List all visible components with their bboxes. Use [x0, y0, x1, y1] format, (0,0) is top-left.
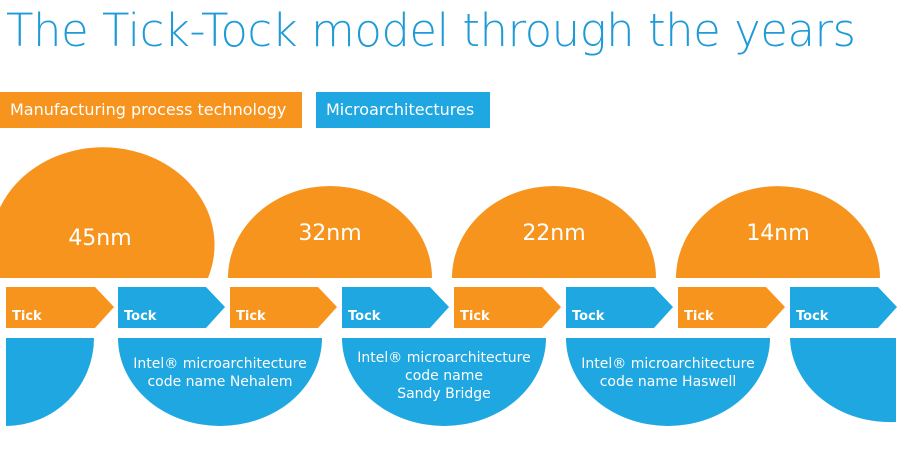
page-title: The Tick-Tock model through the years	[6, 4, 856, 57]
arrow-tock-2	[342, 287, 449, 328]
arrow-label-tock-1: Tock	[124, 309, 157, 324]
arrow-tock-4	[790, 287, 897, 328]
arch-label-nehalem-line-1: Intel® microarchitecture	[133, 356, 306, 372]
process-semicircle-3	[452, 186, 656, 278]
legend-manufacturing: Manufacturing process technology	[0, 92, 302, 128]
process-label-4: 14nm	[746, 221, 809, 246]
arrow-label-tick-3: Tick	[460, 309, 490, 324]
arch-semicircle-2	[342, 338, 546, 426]
arch-shape-left-partial	[6, 338, 94, 426]
arrow-label-tick-2: Tick	[236, 309, 266, 324]
arrow-label-tock-2: Tock	[348, 309, 381, 324]
arrow-tick-4	[678, 287, 785, 328]
process-label-3: 22nm	[522, 221, 585, 246]
process-label-1: 45nm	[68, 226, 131, 251]
arrow-tick-1	[6, 287, 114, 328]
process-semicircle-4	[676, 186, 880, 278]
arrow-tick-3	[454, 287, 561, 328]
arrow-label-tick-4: Tick	[684, 309, 714, 324]
process-semicircle-1	[0, 147, 215, 278]
arrow-tick-2	[230, 287, 337, 328]
arch-semicircle-3	[566, 338, 770, 426]
process-semicircle-2	[228, 186, 432, 278]
arch-label-haswell-line-2: code name Haswell	[600, 374, 737, 390]
arch-label-nehalem-line-2: code name Nehalem	[147, 374, 292, 390]
arrow-tock-3	[566, 287, 673, 328]
arch-shape-right-partial	[790, 338, 896, 423]
arch-label-sandy-bridge-line-1: Intel® microarchitecture	[357, 350, 530, 366]
legend-microarchitectures: Microarchitectures	[316, 92, 490, 128]
arch-label-sandy-bridge-line-2: code name	[405, 368, 483, 384]
arch-label-sandy-bridge-line-3: Sandy Bridge	[397, 386, 491, 402]
process-label-2: 32nm	[298, 221, 361, 246]
arch-label-haswell-line-1: Intel® microarchitecture	[581, 356, 754, 372]
arrow-tock-1	[118, 287, 225, 328]
arch-semicircle-1	[118, 338, 322, 426]
arrow-label-tock-3: Tock	[572, 309, 605, 324]
arrow-label-tick-1: Tick	[12, 309, 42, 324]
arrow-label-tock-4: Tock	[796, 309, 829, 324]
